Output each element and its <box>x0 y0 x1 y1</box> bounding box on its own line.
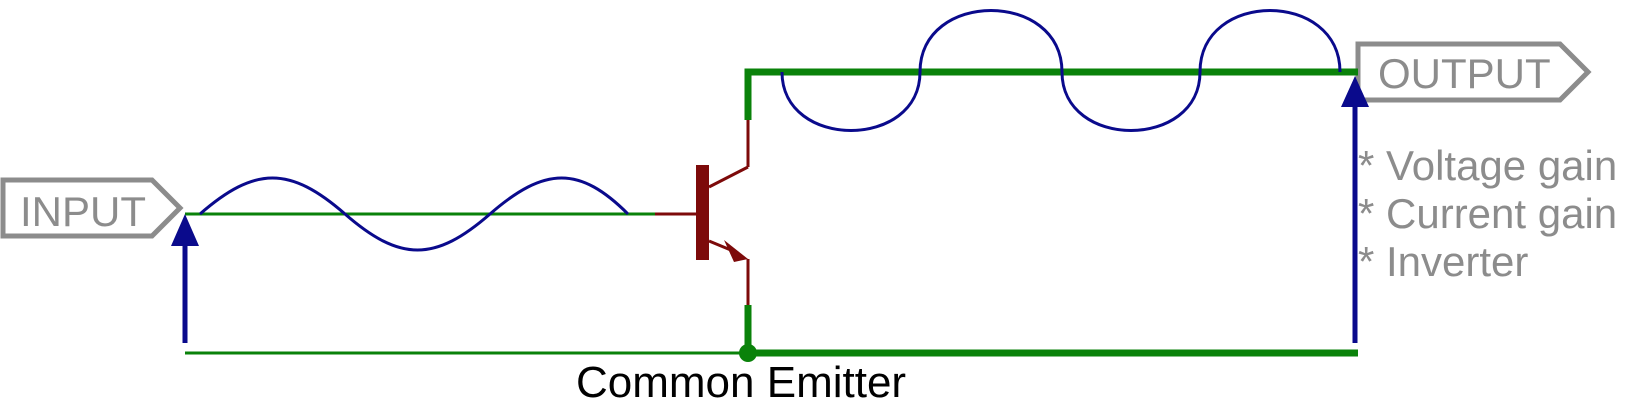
npn-transistor <box>655 120 750 305</box>
collector-lead <box>708 165 749 189</box>
emitter-arrow <box>724 240 748 262</box>
output-port-label: OUTPUT <box>1378 50 1551 97</box>
output-signal-wave <box>780 9 1342 132</box>
output-arrow <box>1341 76 1369 343</box>
input-port-outline <box>0 177 184 239</box>
output-arrow-head <box>1341 76 1369 107</box>
note-inverter: * Inverter <box>1358 238 1528 285</box>
output-port: OUTPUT <box>1355 41 1592 103</box>
input-port-label: INPUT <box>20 188 146 235</box>
input-arrow-head <box>171 214 199 246</box>
input-arrow <box>171 214 199 343</box>
diagram-caption: Common Emitter <box>576 358 906 401</box>
input-port: INPUT <box>0 177 184 239</box>
note-voltage-gain: * Voltage gain <box>1358 142 1617 189</box>
base-bar <box>696 165 709 260</box>
input-signal-wave <box>199 176 630 252</box>
note-current-gain: * Current gain <box>1358 190 1617 237</box>
collector-output-wire <box>744 68 1358 120</box>
